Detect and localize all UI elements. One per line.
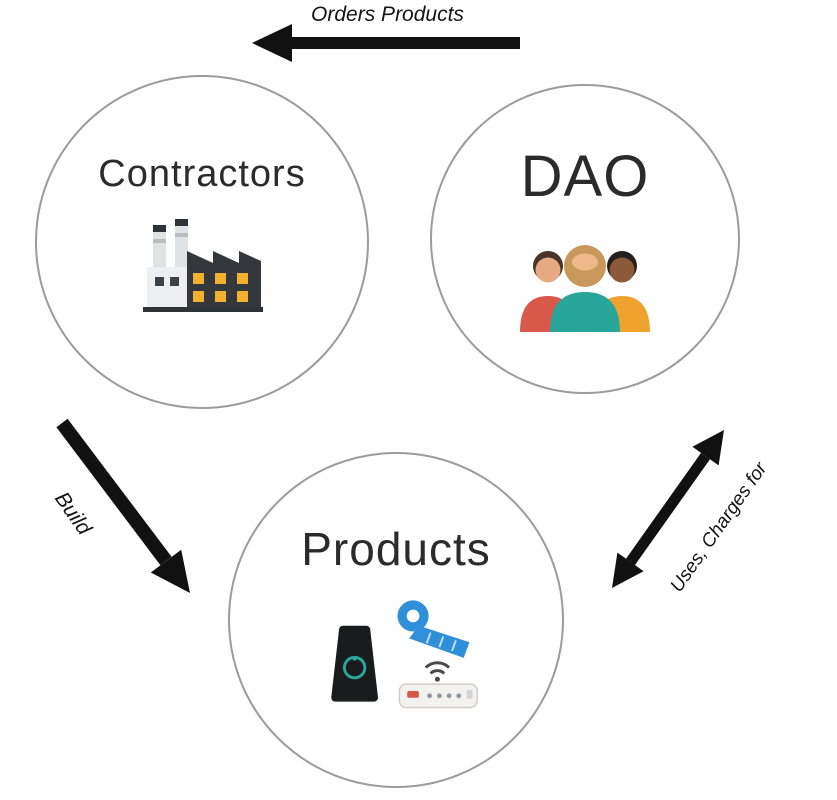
- edge-label-build: Build: [50, 487, 96, 540]
- uses-charges-arrow: [612, 430, 724, 588]
- router-icon: [398, 661, 478, 709]
- factory-base: [143, 307, 263, 312]
- node-products: Products: [228, 452, 564, 788]
- dao-label: DAO: [520, 144, 650, 209]
- wristband-icon: [396, 600, 470, 658]
- contractors-label: Contractors: [98, 153, 306, 195]
- edge-label-uses-charges-for: Uses, Charges for: [666, 458, 772, 597]
- node-dao: DAO: [430, 84, 740, 394]
- products-label: Products: [301, 523, 491, 575]
- orders-products-arrow: [252, 24, 520, 62]
- node-contractors: Contractors: [35, 75, 369, 409]
- factory-icon: [143, 219, 263, 312]
- smart-speaker-icon: [330, 625, 378, 702]
- edge-label-orders-products: Orders Products: [311, 3, 464, 26]
- factory-chimneys: [153, 219, 188, 271]
- devices-icon: [330, 600, 478, 709]
- person-center: [550, 245, 620, 332]
- people-group-icon: [520, 245, 650, 332]
- factory-windows: [193, 273, 248, 302]
